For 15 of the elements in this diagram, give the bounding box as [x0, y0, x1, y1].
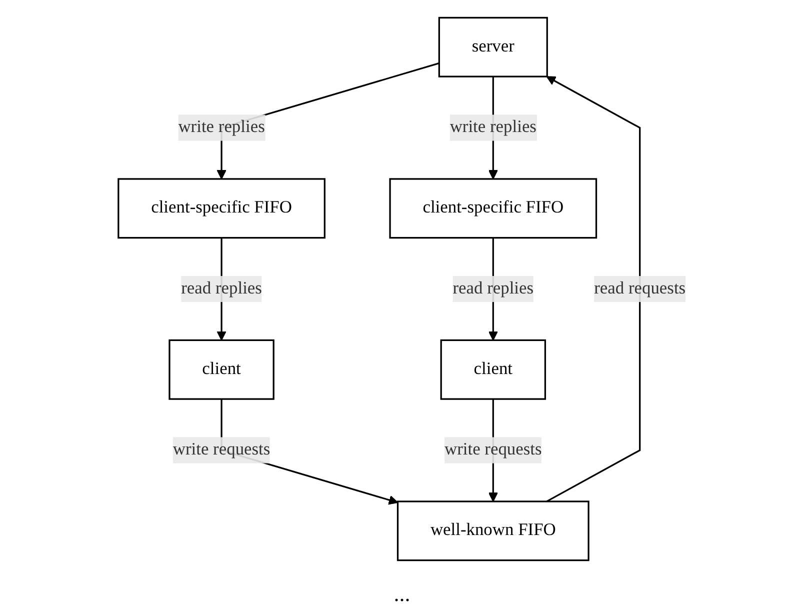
- node-box: client-specific FIFO: [389, 178, 598, 238]
- edge-label: read replies: [452, 278, 534, 298]
- edge-label: read requests: [594, 278, 686, 298]
- node-box: well-known FIFO: [396, 500, 590, 561]
- edge-label: write requests: [172, 440, 270, 458]
- edge-label: write replies: [450, 117, 536, 136]
- arrow: [546, 76, 641, 502]
- node-box: client: [440, 338, 546, 400]
- node-box: client: [168, 338, 274, 400]
- edge-label: write replies: [178, 117, 265, 136]
- node-box: server: [438, 16, 548, 77]
- edge-label: write requests: [444, 440, 542, 458]
- ellipsis-text: ...: [394, 581, 410, 606]
- edge-label: read replies: [181, 278, 262, 298]
- node-box: client-specific FIFO: [118, 178, 326, 238]
